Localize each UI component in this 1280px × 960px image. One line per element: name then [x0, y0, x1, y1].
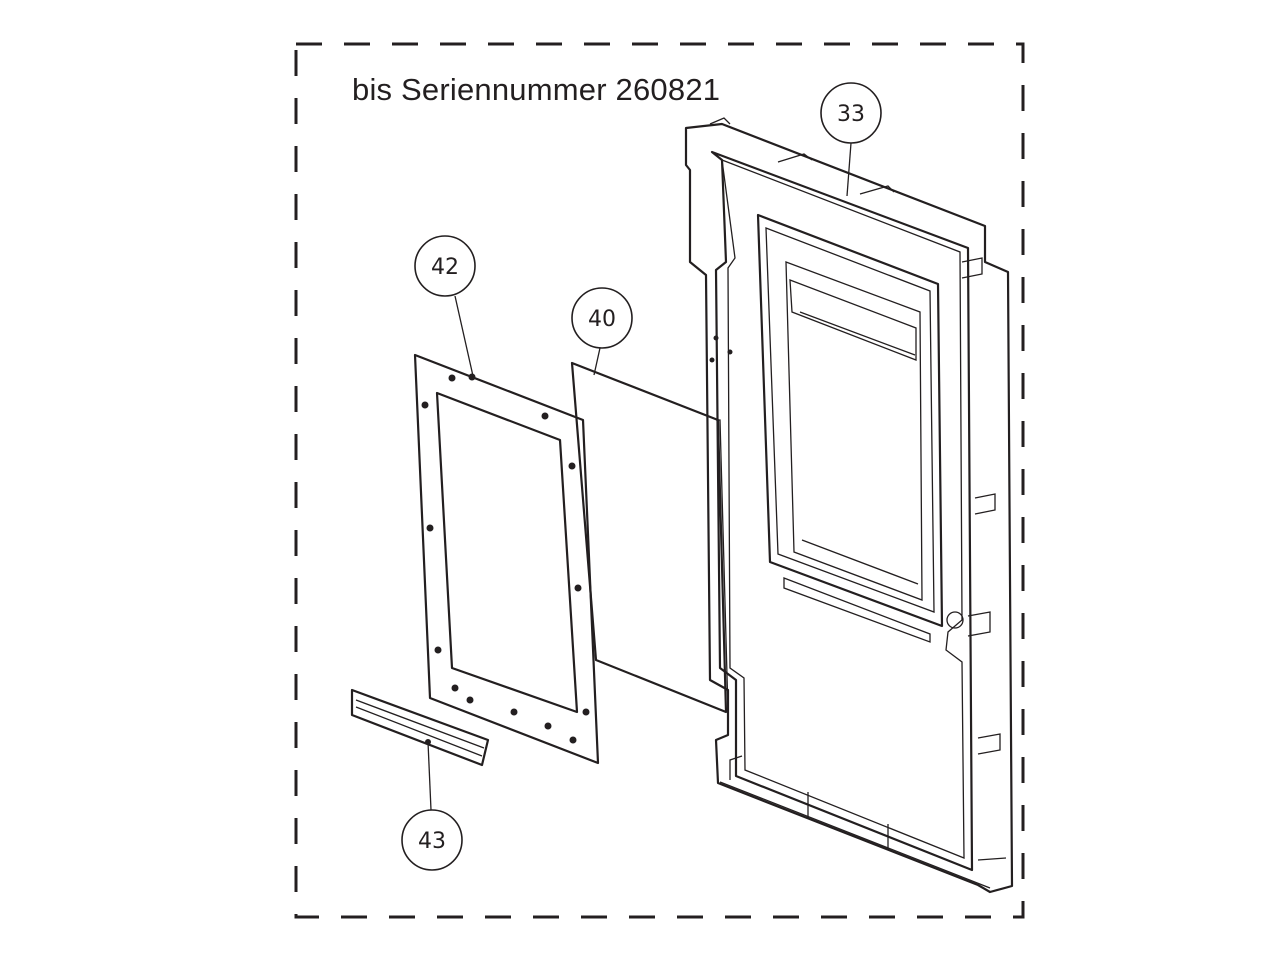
glass-pane-part	[570, 361, 729, 714]
gasket-frame-part	[413, 353, 600, 765]
callout-33: 33	[820, 82, 882, 144]
door-frame-part	[684, 117, 1014, 894]
retaining-strip-part	[350, 688, 490, 767]
serial-number-note: bis Seriennummer 260821	[352, 72, 721, 107]
dashed-boundary	[294, 42, 1025, 919]
callout-40-label: 40	[588, 307, 616, 332]
callout-43-label: 43	[418, 829, 446, 854]
callout-43: 43	[401, 809, 463, 871]
callout-33-label: 33	[837, 102, 865, 127]
callout-42: 42	[414, 235, 476, 297]
leader-lines	[427, 142, 852, 811]
callout-42-label: 42	[431, 255, 459, 280]
callout-40: 40	[571, 287, 633, 349]
